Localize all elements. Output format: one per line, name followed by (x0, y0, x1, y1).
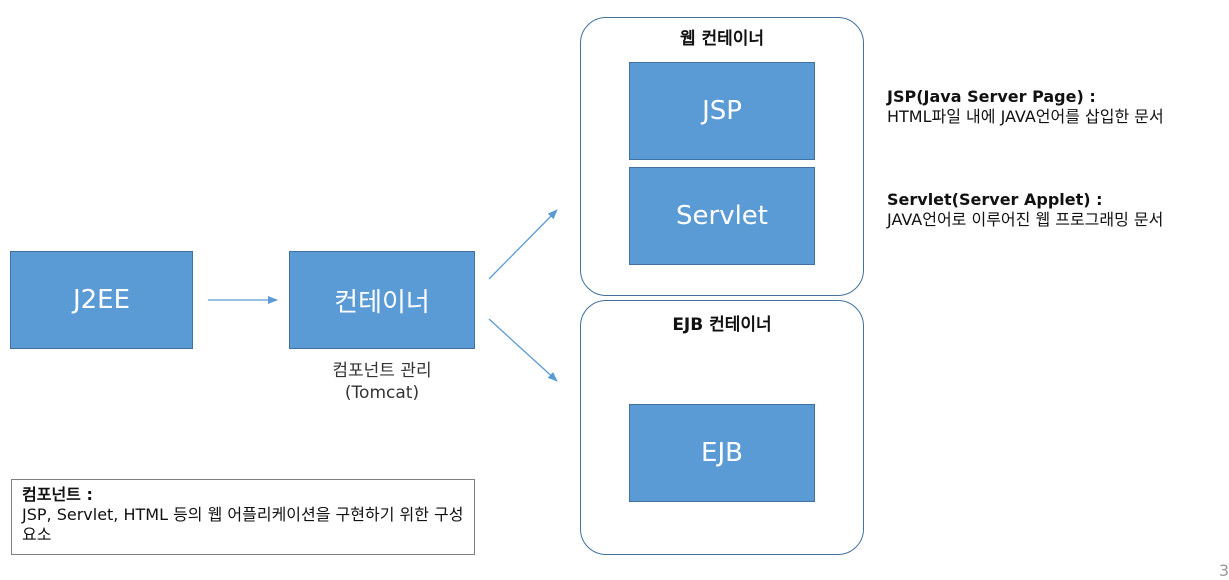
servlet-label: Servlet (676, 201, 768, 231)
web-container-title: 웹 컨테이너 (679, 29, 765, 49)
servlet-box: Servlet (629, 167, 815, 265)
jsp-description-term: JSP(Java Server Page) : (887, 87, 1096, 106)
ejb-label: EJB (701, 438, 743, 468)
jsp-box: JSP (629, 62, 815, 160)
j2ee-box: J2EE (10, 251, 193, 349)
container-caption-line1: 컴포넌트 관리 (332, 361, 432, 381)
ejb-container: EJB 컨테이너 (580, 300, 864, 555)
servlet-description: Servlet(Server Applet) : JAVA언어로 이루어진 웹 … (887, 190, 1222, 230)
component-note: 컴포넌트 : JSP, Servlet, HTML 등의 웹 어플리케이션을 구… (11, 479, 475, 555)
container-box: 컨테이너 (289, 251, 475, 349)
container-caption-line2: (Tomcat) (344, 383, 420, 403)
jsp-description: JSP(Java Server Page) : HTML파일 내에 JAVA언어… (887, 87, 1222, 127)
j2ee-label: J2EE (72, 285, 131, 315)
jsp-label: JSP (702, 96, 742, 126)
jsp-description-text: HTML파일 내에 JAVA언어를 삽입한 문서 (887, 107, 1164, 126)
component-note-term: 컴포넌트 : (22, 485, 93, 504)
servlet-description-term: Servlet(Server Applet) : (887, 190, 1103, 209)
arrow-container-to-ejb (488, 318, 558, 382)
component-note-text: JSP, Servlet, HTML 등의 웹 어플리케이션을 구현하기 위한 … (22, 505, 464, 544)
container-label: 컨테이너 (334, 287, 430, 318)
page-number: 3 (1218, 561, 1229, 580)
arrow-container-to-web (488, 209, 558, 280)
ejb-box: EJB (629, 404, 815, 502)
container-caption: 컴포넌트 관리 (Tomcat) (289, 360, 475, 404)
ejb-container-title: EJB 컨테이너 (672, 315, 772, 335)
servlet-description-text: JAVA언어로 이루어진 웹 프로그래밍 문서 (887, 210, 1164, 229)
